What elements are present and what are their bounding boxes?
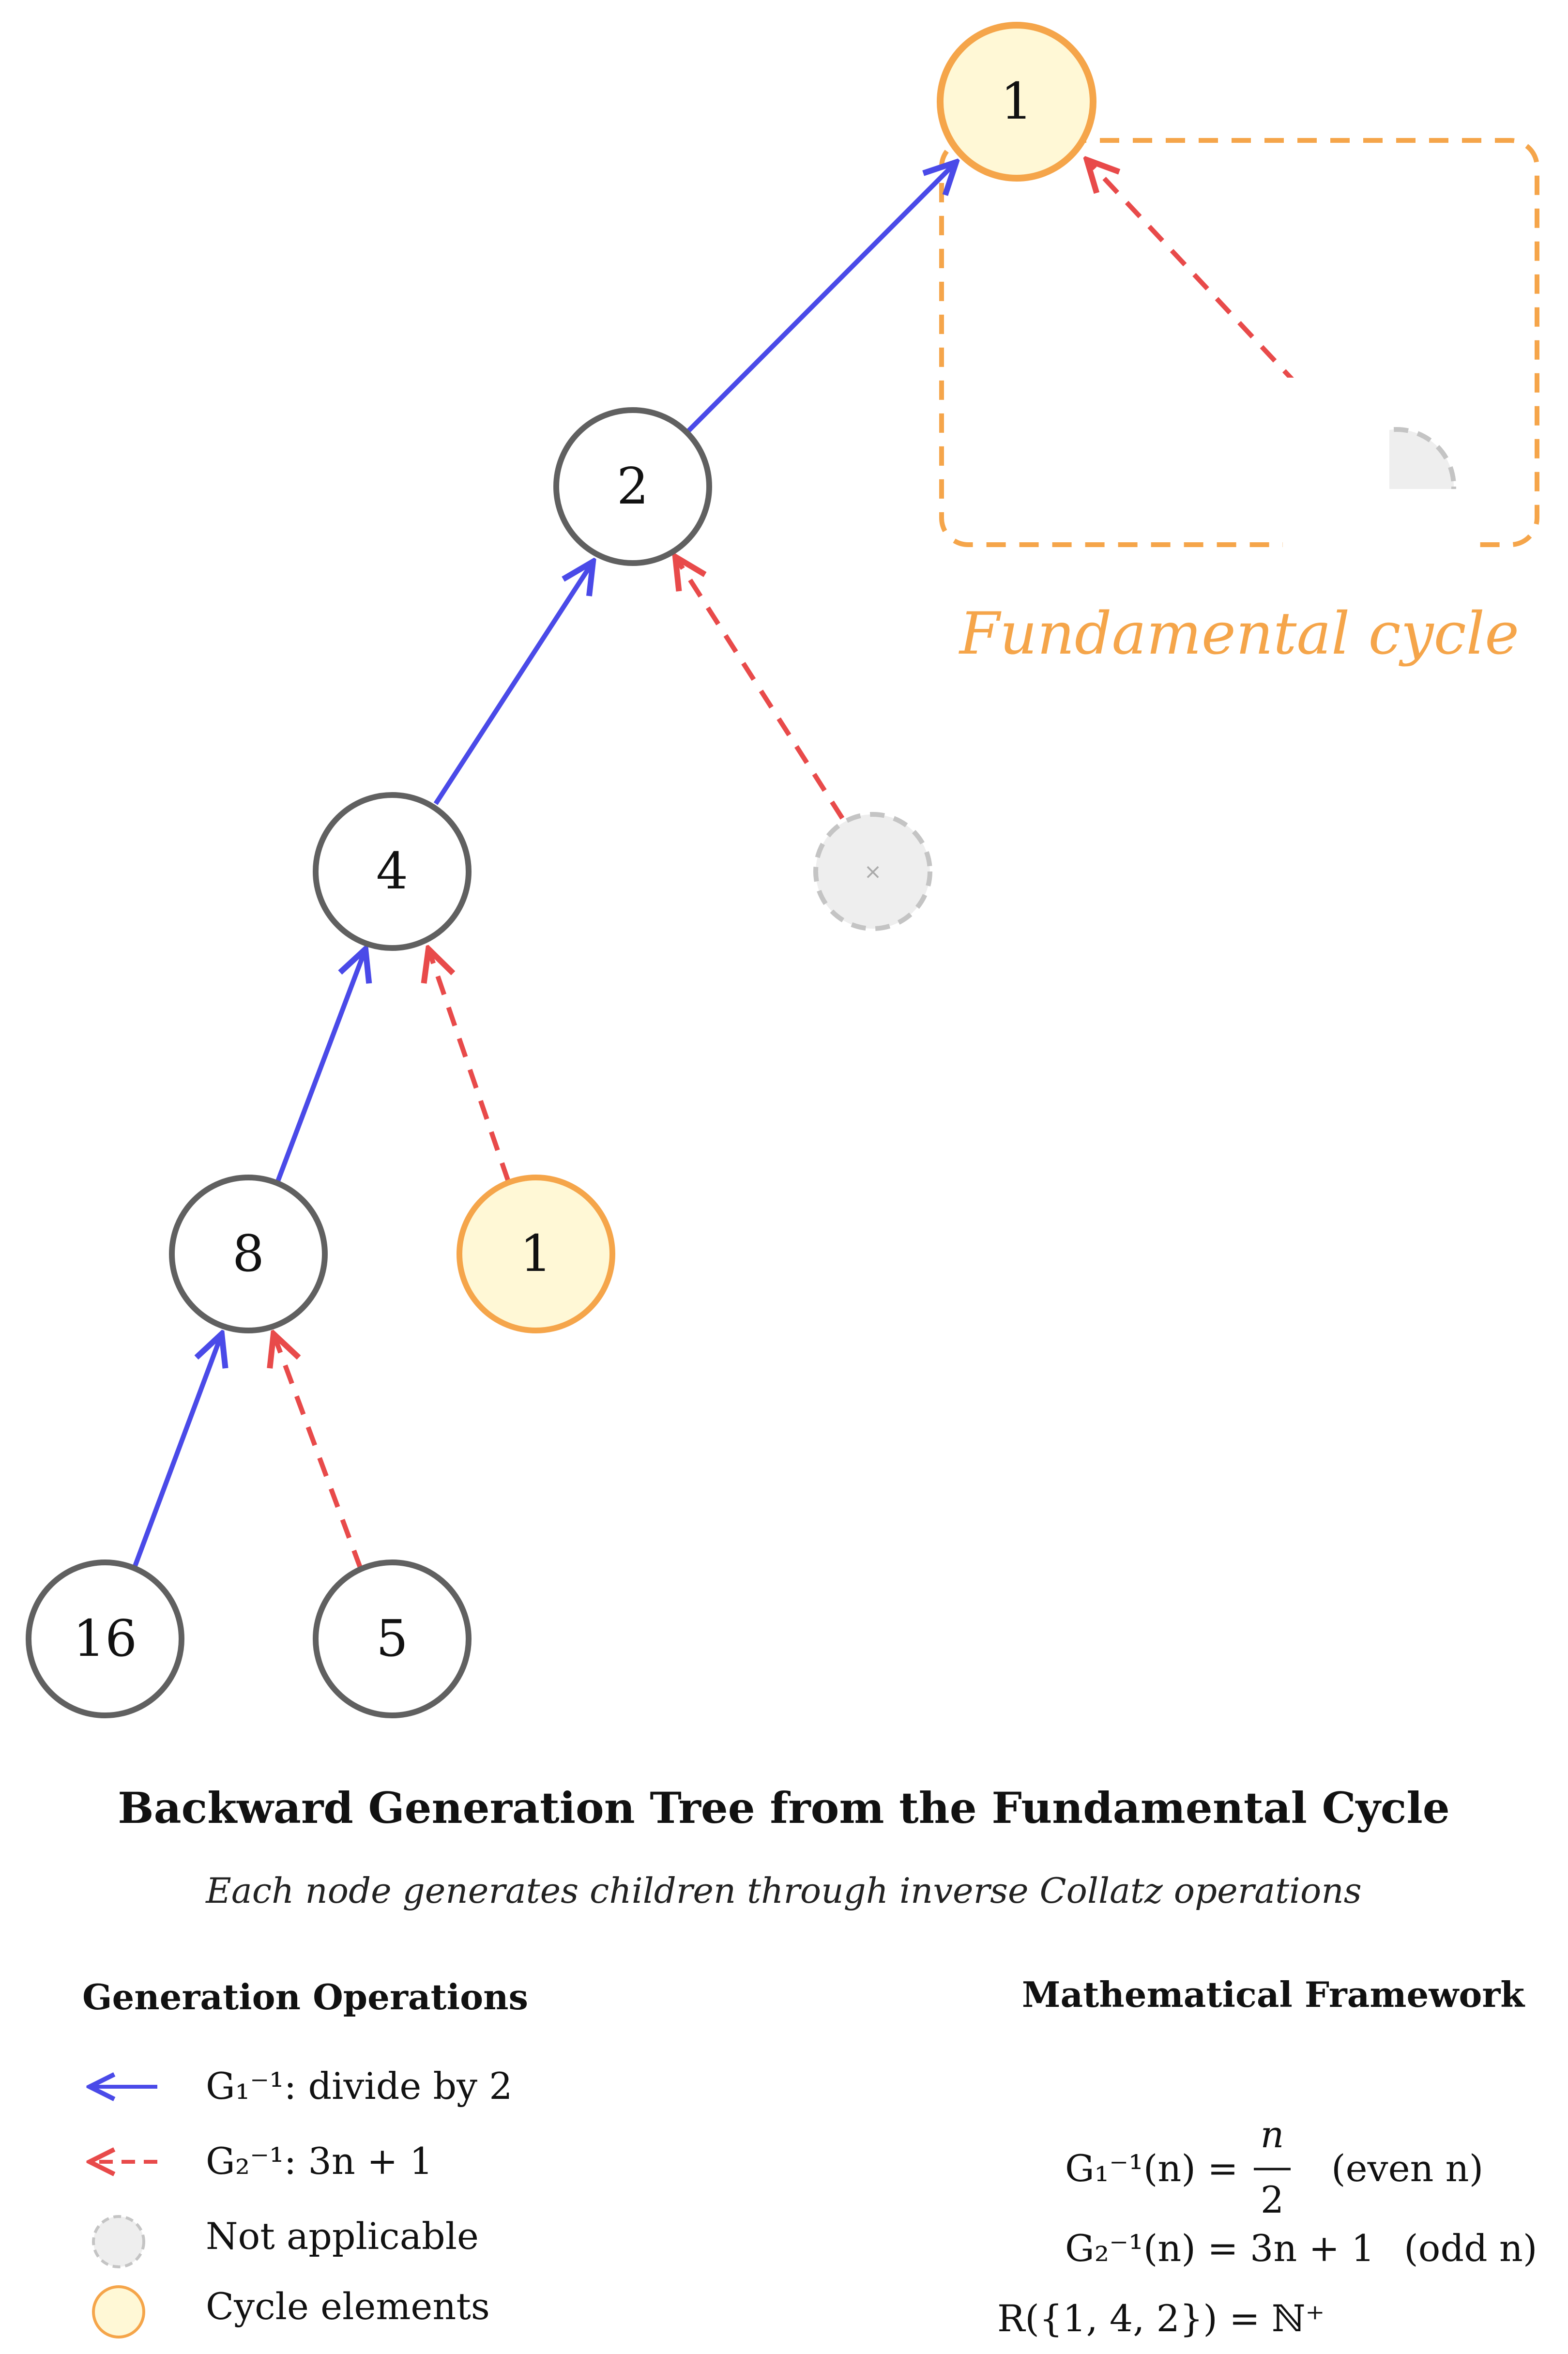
- fundamental-cycle-box: [939, 138, 1539, 547]
- fraction-numerator: n: [1261, 2113, 1284, 2156]
- edge-5-to-8: [274, 1334, 363, 1570]
- edge-4-to-2: [433, 562, 593, 805]
- equation-expression: G₂⁻¹(n) = 3n + 1: [1065, 2227, 1375, 2270]
- legend-label: Not applicable: [206, 2215, 479, 2258]
- equation-divide: G₁⁻¹(n) = n 2 (even n): [1065, 2113, 1483, 2221]
- node-label: 1: [1001, 72, 1033, 131]
- math-framework: Mathematical Framework G₁⁻¹(n) = n 2 (ev…: [997, 1974, 1537, 2340]
- node-label: 5: [376, 1609, 408, 1668]
- edge-16-to-8: [131, 1334, 222, 1572]
- node-label: 8: [232, 1224, 264, 1283]
- not-applicable-mark: ×: [864, 859, 882, 884]
- node-2: 2: [553, 407, 712, 566]
- legend-label: G₂⁻¹: 3n + 1: [206, 2140, 433, 2183]
- node-1-root: 1: [937, 22, 1096, 182]
- edge-1-to-4: [428, 949, 511, 1182]
- node-1-cycle: 1: [457, 1175, 615, 1333]
- node-4: 4: [313, 792, 472, 951]
- legend-item-not-applicable: Not applicable: [92, 2215, 479, 2268]
- legend-item-cycle: Cycle elements: [92, 2285, 490, 2339]
- framework-heading: Mathematical Framework: [1022, 1974, 1525, 2015]
- fundamental-cycle-label: Fundamental cycle: [959, 600, 1519, 668]
- gray-dashed-circle-icon: [92, 2215, 145, 2268]
- node-label: 4: [376, 841, 408, 901]
- edges: [131, 160, 1299, 1572]
- diagram-subtitle: Each node generates children through inv…: [205, 1870, 1361, 1911]
- node-not-applicable-top: [1283, 378, 1467, 586]
- legend-label: G₁⁻¹: divide by 2: [206, 2064, 513, 2108]
- node-8: 8: [169, 1175, 328, 1333]
- yellow-circle-icon: [92, 2285, 145, 2339]
- legend-item-multiply: G₂⁻¹: 3n + 1: [90, 2140, 433, 2183]
- edge-na-to-1: [1087, 160, 1299, 387]
- legend-label: Cycle elements: [206, 2285, 490, 2328]
- edge-na-to-2: [675, 557, 845, 820]
- legend-item-divide: G₁⁻¹: divide by 2: [90, 2064, 513, 2108]
- equation-condition: (odd n): [1404, 2227, 1537, 2270]
- legend: Generation Operations G₁⁻¹: divide by 2 …: [82, 1976, 528, 2339]
- equation-multiply: G₂⁻¹(n) = 3n + 1 (odd n): [1065, 2227, 1537, 2270]
- equation-expression: R({1, 4, 2}) = ℕ⁺: [997, 2297, 1325, 2340]
- edge-8-to-4: [274, 949, 365, 1187]
- diagram-title: Backward Generation Tree from the Fundam…: [118, 1783, 1450, 1833]
- node-label: 1: [520, 1224, 552, 1283]
- node-label: 16: [73, 1609, 137, 1668]
- equation-lhs: G₁⁻¹(n) =: [1065, 2147, 1238, 2190]
- edge-2-to-1: [686, 162, 956, 433]
- equation-condition: (even n): [1331, 2147, 1483, 2190]
- node-5: 5: [313, 1559, 472, 1718]
- node-16: 16: [26, 1559, 184, 1718]
- node-not-applicable-mid: ×: [813, 812, 932, 931]
- fraction-denominator: 2: [1261, 2178, 1284, 2221]
- legend-heading: Generation Operations: [82, 1976, 528, 2018]
- equation-reach: R({1, 4, 2}) = ℕ⁺: [997, 2297, 1325, 2340]
- node-label: 2: [617, 457, 649, 516]
